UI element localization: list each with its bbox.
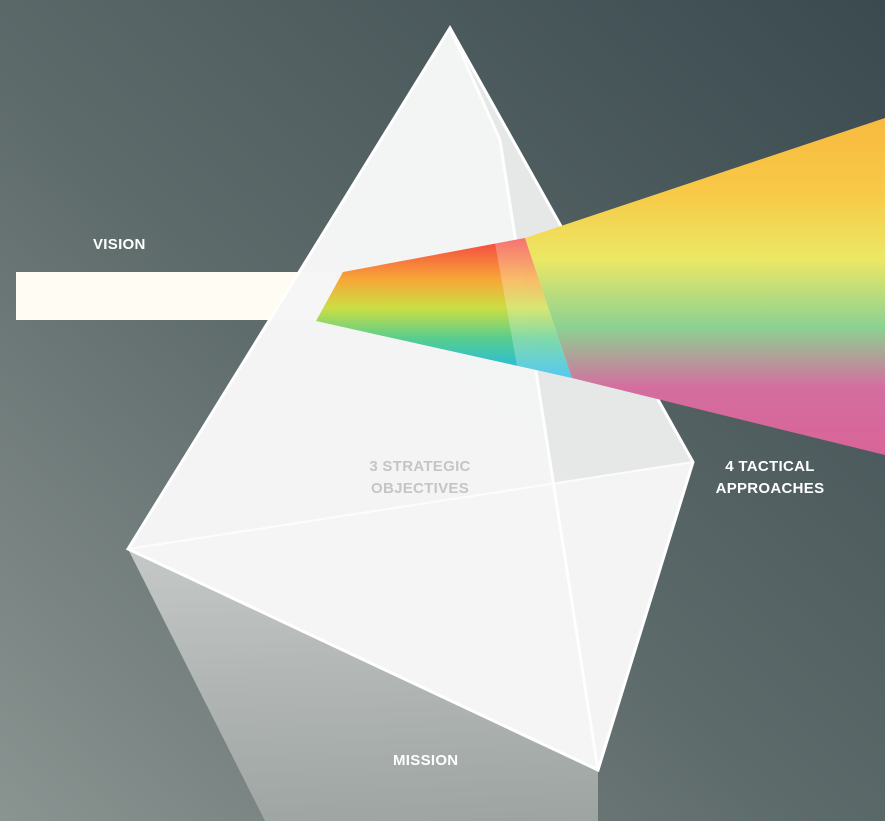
inner-spectrum (316, 238, 572, 378)
prism (125, 25, 695, 773)
mission-label: MISSION (393, 750, 458, 772)
vision-label: VISION (93, 234, 146, 256)
objectives-label: 3 STRATEGIC OBJECTIVES (364, 456, 476, 500)
approaches-line-2: APPROACHES (715, 480, 825, 497)
vision-text: VISION (93, 236, 146, 253)
objectives-line-2: OBJECTIVES (370, 480, 470, 497)
outer-spectrum (525, 118, 885, 455)
approaches-line-1: 4 TACTICAL (725, 458, 815, 475)
mission-text: MISSION (393, 752, 459, 769)
prism-reflection (128, 549, 598, 821)
approaches-label: 4 TACTICAL APPROACHES (714, 456, 826, 500)
objectives-line-1: 3 STRATEGIC (369, 458, 471, 475)
